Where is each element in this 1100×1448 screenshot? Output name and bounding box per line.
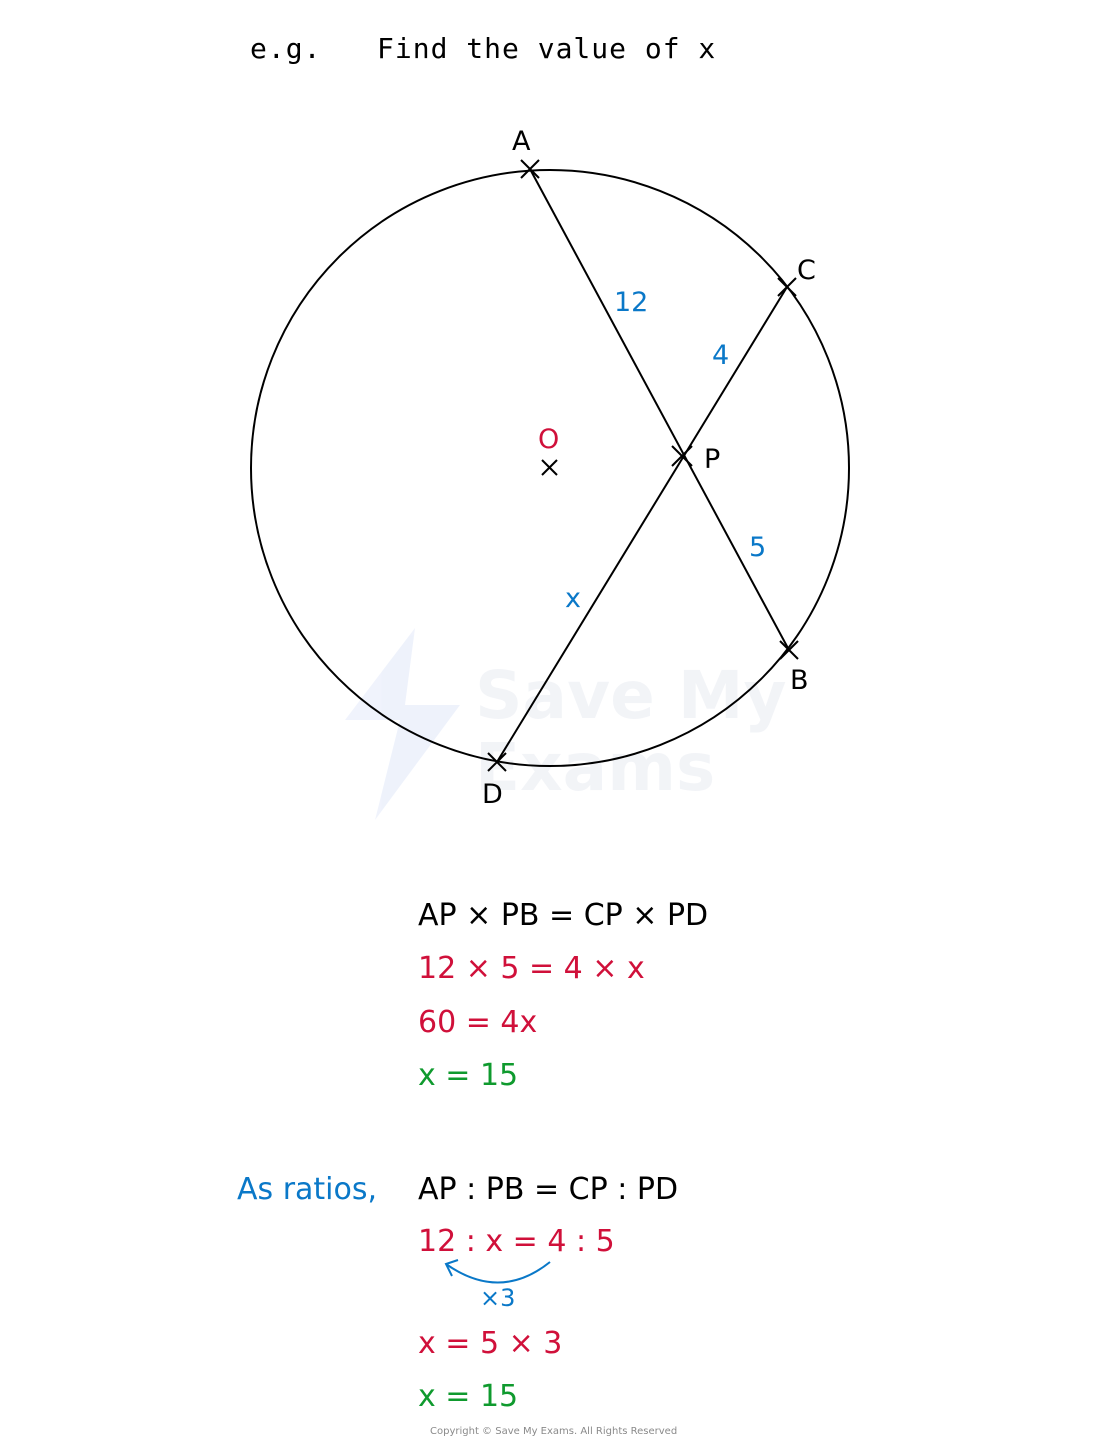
label-d: D <box>482 779 503 810</box>
lightning-logo-icon <box>345 628 460 820</box>
marker-p <box>671 445 693 467</box>
circle <box>250 169 850 767</box>
ratios-eq3: x = 5 × 3 <box>418 1326 563 1361</box>
point-markers <box>487 159 799 772</box>
curved-arrow-icon <box>445 1261 551 1284</box>
length-pb: 5 <box>749 532 766 563</box>
working-eq3: 60 = 4x <box>418 1005 538 1040</box>
label-a: A <box>512 126 531 157</box>
multiplier-arrow <box>444 1259 551 1284</box>
multiplier-label: ×3 <box>480 1284 516 1312</box>
chord-cd <box>496 286 788 763</box>
watermark-line2: Exams <box>475 729 715 806</box>
watermark: Save My Exams <box>345 628 787 820</box>
working-eq4: x = 15 <box>418 1058 519 1093</box>
ratios-eq4: x = 15 <box>418 1379 519 1414</box>
length-cp: 4 <box>712 340 729 371</box>
working-eq1: AP × PB = CP × PD <box>418 898 709 933</box>
label-c: C <box>797 255 816 286</box>
ratios-label: As ratios, <box>237 1172 378 1207</box>
length-pd: x <box>565 583 581 614</box>
working-eq2: 12 × 5 = 4 × x <box>418 951 645 986</box>
marker-o <box>541 459 558 476</box>
marker-b <box>779 640 799 660</box>
ratios-eq2: 12 : x = 4 : 5 <box>418 1224 615 1259</box>
marker-d <box>487 752 507 772</box>
copyright: Copyright © Save My Exams. All Rights Re… <box>430 1426 678 1437</box>
length-ap: 12 <box>614 287 648 318</box>
marker-c <box>777 277 797 297</box>
label-p: P <box>704 444 720 475</box>
marker-a <box>520 159 540 179</box>
watermark-line1: Save My <box>475 657 787 734</box>
arrow-head-icon <box>444 1259 459 1277</box>
chord-ab <box>529 168 790 651</box>
label-b: B <box>790 665 809 696</box>
question-prompt: Find the value of x <box>377 32 717 65</box>
label-o: O <box>538 424 559 455</box>
example-label: e.g. <box>250 32 322 65</box>
circle-diagram: Save My Exams A C B D P O 12 4 5 x <box>250 126 850 820</box>
ratios-eq1: AP : PB = CP : PD <box>418 1172 679 1207</box>
